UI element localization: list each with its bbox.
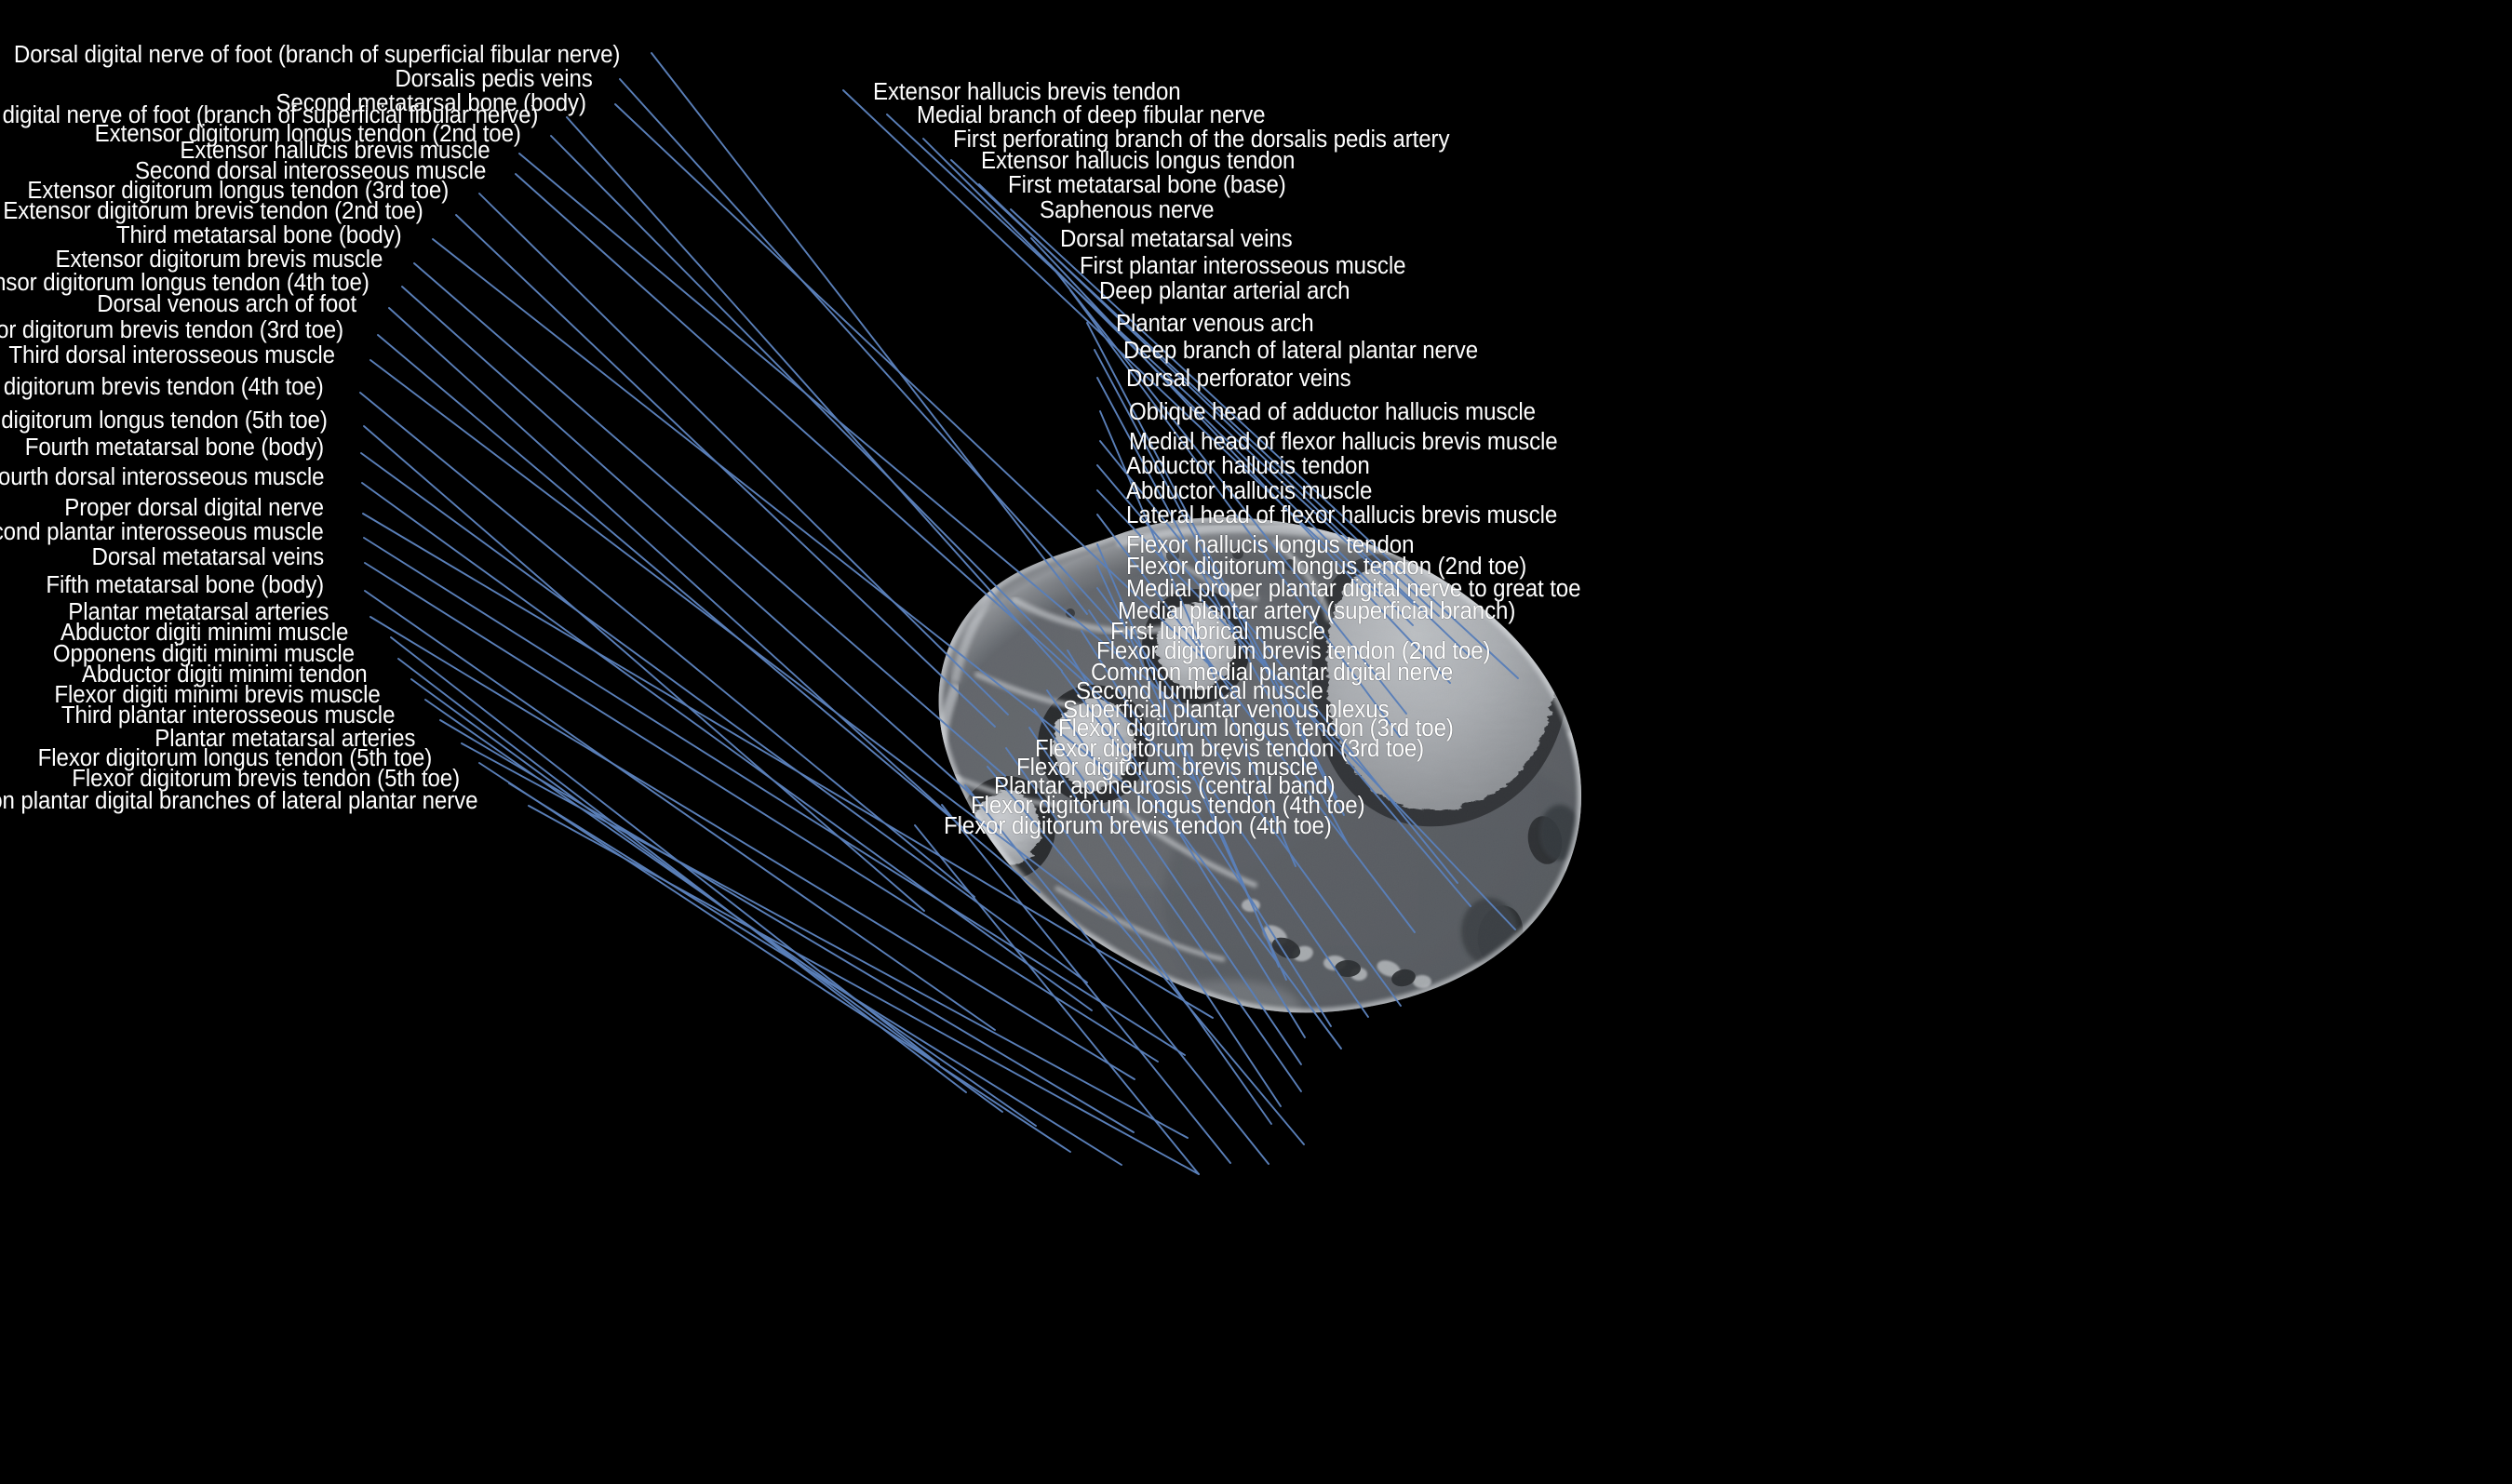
anatomy-label-plantar-venous-arch: Plantar venous arch [1116,311,1314,337]
anatomy-label-dorsal-digital-nerve-of-foot-branch-of-superficial-fibular-n: Dorsal digital nerve of foot (branch of … [0,102,538,128]
anatomy-label-flexor-digitorum-brevis-tendon-3rd-toe: Flexor digitorum brevis tendon (3rd toe) [1035,736,1425,762]
anatomy-label-dorsal-perforator-veins: Dorsal perforator veins [1126,366,1351,392]
anatomy-label-flexor-digitorum-longus-tendon-4th-toe: Flexor digitorum longus tendon (4th toe) [971,793,1365,819]
anatomy-label-abductor-hallucis-muscle: Abductor hallucis muscle [1126,478,1373,504]
anatomy-label-medial-proper-plantar-digital-nerve-to-great-toe: Medial proper plantar digital nerve to g… [1126,576,1581,602]
anatomy-label-oblique-head-of-adductor-hallucis-muscle: Oblique head of adductor hallucis muscle [1129,399,1536,425]
anatomy-label-abductor-digiti-minimi-tendon: Abductor digiti minimi tendon [82,662,368,688]
anatomy-label-extensor-hallucis-longus-tendon: Extensor hallucis longus tendon [981,148,1296,174]
anatomy-label-flexor-digitorum-longus-tendon-3rd-toe: Flexor digitorum longus tendon (3rd toe) [1058,715,1454,742]
anatomy-label-medial-head-of-flexor-hallucis-brevis-muscle: Medial head of flexor hallucis brevis mu… [1129,429,1558,455]
anatomy-label-abductor-digiti-minimi-muscle: Abductor digiti minimi muscle [60,620,348,646]
anatomy-label-plantar-metatarsal-arteries: Plantar metatarsal arteries [67,599,329,625]
anatomy-label-first-plantar-interosseous-muscle: First plantar interosseous muscle [1080,253,1406,279]
anatomy-label-third-dorsal-interosseous-muscle: Third dorsal interosseous muscle [8,342,335,368]
anatomy-label-extensor-hallucis-brevis-muscle: Extensor hallucis brevis muscle [180,138,490,164]
anatomy-label-flexor-digitorum-brevis-tendon-4th-toe: Flexor digitorum brevis tendon (4th toe) [944,813,1332,839]
anatomy-label-second-lumbrical-muscle: Second lumbrical muscle [1076,678,1323,704]
anatomy-label-medial-branch-of-deep-fibular-nerve: Medial branch of deep fibular nerve [917,102,1266,128]
anatomy-label-extensor-digitorum-longus-tendon-2nd-toe: Extensor digitorum longus tendon (2nd to… [94,121,521,147]
anatomy-label-dorsalis-pedis-veins: Dorsalis pedis veins [395,66,593,92]
anatomy-label-fifth-metatarsal-bone-body: Fifth metatarsal bone (body) [46,572,324,598]
anatomy-label-proper-dorsal-digital-nerve: Proper dorsal digital nerve [64,495,324,521]
anatomy-label-opponens-digiti-minimi-muscle: Opponens digiti minimi muscle [52,641,355,667]
anatomy-label-medial-plantar-artery-superficial-branch: Medial plantar artery (superficial branc… [1118,598,1516,624]
anatomy-label-extensor-hallucis-brevis-tendon: Extensor hallucis brevis tendon [873,79,1181,105]
anatomy-label-lateral-head-of-flexor-hallucis-brevis-muscle: Lateral head of flexor hallucis brevis m… [1126,502,1558,528]
anatomy-label-saphenous-nerve: Saphenous nerve [1040,197,1215,223]
anatomy-label-extensor-digitorum-brevis-tendon-3rd-toe: Extensor digitorum brevis tendon (3rd to… [0,317,343,343]
anatomy-label-common-medial-plantar-digital-nerve: Common medial plantar digital nerve [1091,660,1454,686]
anatomy-label-second-metatarsal-bone-body: Second metatarsal bone (body) [275,90,587,116]
anatomy-label-first-metatarsal-bone-base: First metatarsal bone (base) [1008,172,1286,198]
anatomy-label-dorsal-metatarsal-veins: Dorsal metatarsal veins [91,544,324,570]
anatomy-label-flexor-hallucis-longus-tendon: Flexor hallucis longus tendon [1126,532,1415,558]
anatomy-label-common-plantar-digital-branches-of-lateral-plantar-nerve: Common plantar digital branches of later… [0,788,477,814]
anatomy-label-dorsal-digital-nerve-of-foot-branch-of-superficial-fibular-n: Dorsal digital nerve of foot (branch of … [13,42,621,68]
anatomy-label-fourth-metatarsal-bone-body: Fourth metatarsal bone (body) [24,435,324,461]
anatomy-label-extensor-digitorum-brevis-muscle: Extensor digitorum brevis muscle [55,247,383,273]
anatomy-label-deep-branch-of-lateral-plantar-nerve: Deep branch of lateral plantar nerve [1123,338,1479,364]
anatomy-label-flexor-digitorum-brevis-tendon-2nd-toe: Flexor digitorum brevis tendon (2nd toe) [1096,638,1491,664]
anatomy-label-third-plantar-interosseous-muscle: Third plantar interosseous muscle [60,702,395,729]
anatomy-label-first-perforating-branch-of-the-dorsalis-pedis-artery: First perforating branch of the dorsalis… [953,127,1450,153]
anatomy-label-extensor-digitorum-brevis-tendon-4th-toe: Extensor digitorum brevis tendon (4th to… [0,374,324,400]
anatomy-label-extensor-digitorum-brevis-tendon-2nd-toe: Extensor digitorum brevis tendon (2nd to… [3,198,424,224]
anatomy-label-flexor-digitorum-longus-tendon-5th-toe: Flexor digitorum longus tendon (5th toe) [37,745,432,771]
anatomy-label-extensor-digitorum-longus-tendon-4th-toe: Extensor digitorum longus tendon (4th to… [0,270,369,296]
anatomy-label-flexor-digitorum-longus-tendon-2nd-toe: Flexor digitorum longus tendon (2nd toe) [1126,554,1527,580]
anatomy-label-plantar-metatarsal-arteries: Plantar metatarsal arteries [154,726,415,752]
anatomy-label-third-metatarsal-bone-body: Third metatarsal bone (body) [116,222,402,248]
anatomy-label-extensor-digitorum-longus-tendon-3rd-toe: Extensor digitorum longus tendon (3rd to… [27,178,449,204]
anatomy-label-flexor-digitorum-brevis-muscle: Flexor digitorum brevis muscle [1016,755,1318,781]
anatomy-label-dorsal-metatarsal-veins: Dorsal metatarsal veins [1060,226,1293,252]
anatomy-label-superficial-plantar-venous-plexus: Superficial plantar venous plexus [1063,697,1390,723]
anatomy-label-deep-plantar-arterial-arch: Deep plantar arterial arch [1099,278,1350,304]
anatomy-label-dorsal-venous-arch-of-foot: Dorsal venous arch of foot [97,291,356,317]
anatomy-label-first-lumbrical-muscle: First lumbrical muscle [1110,619,1325,645]
anatomy-label-flexor-digitorum-brevis-tendon-5th-toe: Flexor digitorum brevis tendon (5th toe) [72,766,460,792]
anatomy-label-fourth-dorsal-interosseous-muscle: Fourth dorsal interosseous muscle [0,464,324,490]
anatomy-label-plantar-aponeurosis-central-band: Plantar aponeurosis (central band) [994,773,1336,799]
anatomy-label-second-plantar-interosseous-muscle: Second plantar interosseous muscle [0,519,324,545]
anatomy-label-second-dorsal-interosseous-muscle: Second dorsal interosseous muscle [134,158,486,184]
anatomy-label-flexor-digiti-minimi-brevis-muscle: Flexor digiti minimi brevis muscle [54,682,381,708]
anatomy-label-extensor-digitorum-longus-tendon-5th-toe: Extensor digitorum longus tendon (5th to… [0,408,328,434]
anatomy-label-abductor-hallucis-tendon: Abductor hallucis tendon [1126,453,1370,479]
